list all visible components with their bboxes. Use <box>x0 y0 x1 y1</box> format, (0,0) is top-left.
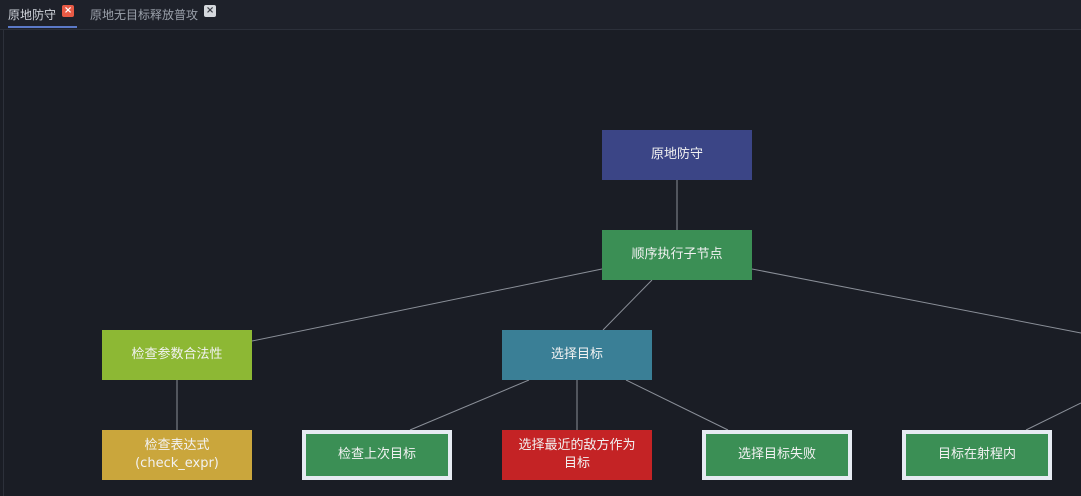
node-label: 顺序执行子节点 <box>631 247 723 262</box>
node-select-target-failed[interactable]: 选择目标失败 <box>702 430 852 480</box>
tab-yuandi-fangshou[interactable]: 原地防守 × <box>8 0 80 29</box>
node-select-target[interactable]: 选择目标 <box>502 330 652 380</box>
node-label: 选择最近的敌方作为 目标 <box>518 438 636 471</box>
node-sequence[interactable]: 顺序执行子节点 <box>602 230 752 280</box>
tab-label: 原地无目标释放普攻 <box>90 8 199 22</box>
node-check-last-target[interactable]: 检查上次目标 <box>302 430 452 480</box>
edge-in-range-offscreen <box>1025 402 1081 431</box>
edge-select-last-target <box>409 379 530 431</box>
close-icon[interactable]: × <box>62 4 75 17</box>
active-tab-indicator <box>8 26 77 28</box>
node-root[interactable]: 原地防守 <box>602 130 752 180</box>
node-check-expr[interactable]: 检查表达式 (check_expr) <box>102 430 252 480</box>
behavior-tree-canvas[interactable] <box>3 30 1081 496</box>
tab-bar: 原地防守 × 原地无目标释放普攻 × <box>0 0 1081 30</box>
edge-select-failed <box>625 379 729 431</box>
tab-label: 原地防守 <box>8 8 57 22</box>
node-label: 检查上次目标 <box>337 447 416 462</box>
node-select-nearest-enemy[interactable]: 选择最近的敌方作为 目标 <box>502 430 652 480</box>
close-icon[interactable]: × <box>204 4 217 17</box>
node-label: 检查参数合法性 <box>131 347 223 362</box>
edge-sequence-offscreen <box>751 268 1081 334</box>
node-label: 检查表达式 (check_expr) <box>135 438 219 471</box>
node-label: 选择目标 <box>550 347 603 362</box>
node-target-in-range[interactable]: 目标在射程内 <box>902 430 1052 480</box>
node-label: 原地防守 <box>650 147 703 162</box>
node-label: 目标在射程内 <box>937 447 1016 462</box>
edge-sequence-select-target <box>602 279 653 331</box>
node-check-params[interactable]: 检查参数合法性 <box>102 330 252 380</box>
node-label: 选择目标失败 <box>737 447 816 462</box>
edge-sequence-check-params <box>251 268 603 342</box>
tab-yuandi-wumubiao[interactable]: 原地无目标释放普攻 × <box>90 0 230 29</box>
